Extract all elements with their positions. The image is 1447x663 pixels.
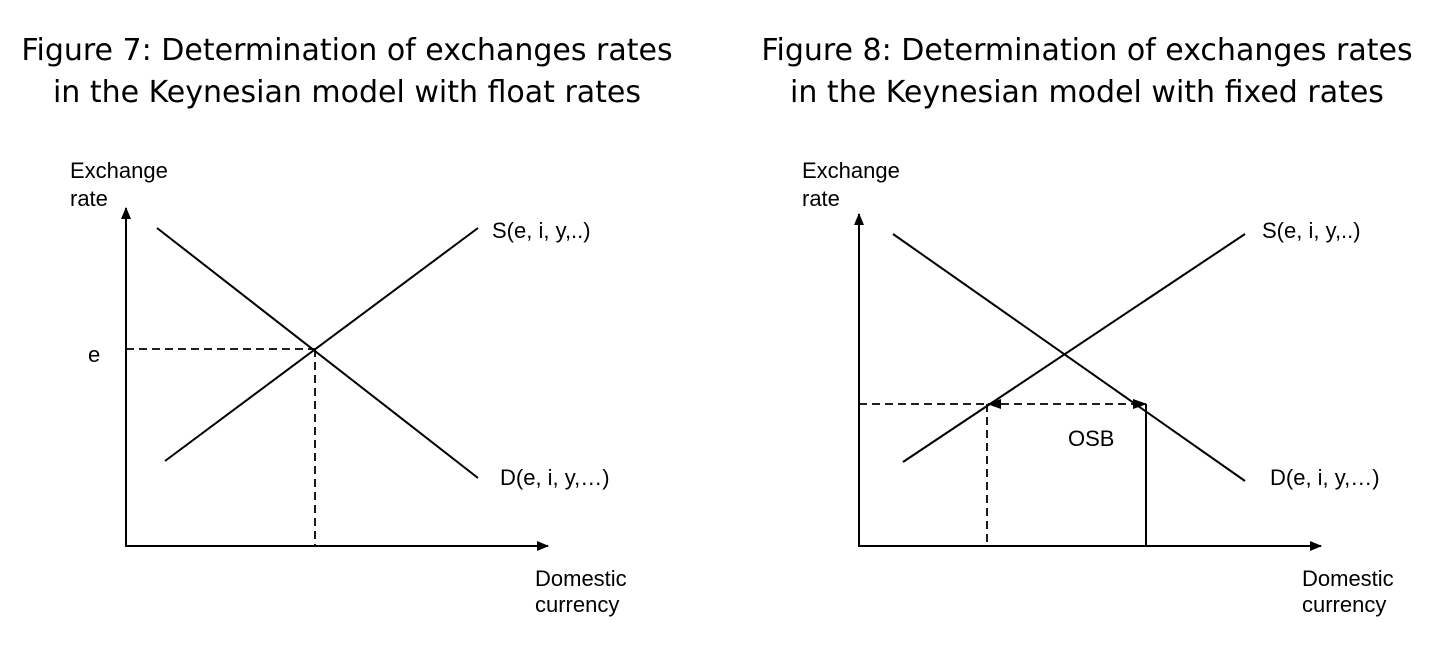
figure-7-equilibrium-label: e	[88, 342, 100, 367]
figure-8-demand-curve	[892, 233, 1246, 482]
figure-7-x-axis-label-line2: currency	[535, 592, 619, 617]
figure-7-title-line2: in the Keynesian model with float rates	[52, 75, 642, 110]
figure-7-demand-curve	[156, 227, 479, 479]
figure-8-demand-label: D(e, i, y,…)	[1270, 465, 1380, 490]
figure-8-x-axis-label-line2: currency	[1302, 592, 1386, 617]
figure-8-gap-label: OSB	[1068, 426, 1114, 451]
figure-8-diagram: Exchange rate Domestic currency OSB S(e,…	[802, 158, 1394, 617]
figure-7-y-axis-label-line1: Exchange	[70, 158, 168, 183]
figure-8-y-axis-label-line1: Exchange	[802, 158, 900, 183]
figure-7-x-axis-label-line1: Domestic	[535, 566, 627, 591]
figure-7-title-line1: Figure 7: Determination of exchanges rat…	[21, 33, 673, 68]
figure-8-title-line2: in the Keynesian model with fixed rates	[790, 75, 1384, 110]
figure-7-title: Figure 7: Determination of exchanges rat…	[0, 30, 694, 114]
figure-7-supply-curve	[164, 227, 479, 462]
figure-8-title-line1: Figure 8: Determination of exchanges rat…	[761, 33, 1413, 68]
figure-7-supply-label: S(e, i, y,..)	[492, 218, 591, 243]
figure-7-demand-label: D(e, i, y,…)	[500, 465, 610, 490]
figure-8-y-axis-label-line2: rate	[802, 186, 840, 211]
figure-8-x-axis-label-line1: Domestic	[1302, 566, 1394, 591]
figure-7-y-axis-label-line2: rate	[70, 186, 108, 211]
figure-8-title: Figure 8: Determination of exchanges rat…	[740, 30, 1434, 114]
figure-8-supply-curve	[902, 233, 1246, 463]
figure-8-supply-label: S(e, i, y,..)	[1262, 218, 1361, 243]
figure-7-diagram: Exchange rate Domestic currency e S(e, i…	[70, 158, 627, 617]
